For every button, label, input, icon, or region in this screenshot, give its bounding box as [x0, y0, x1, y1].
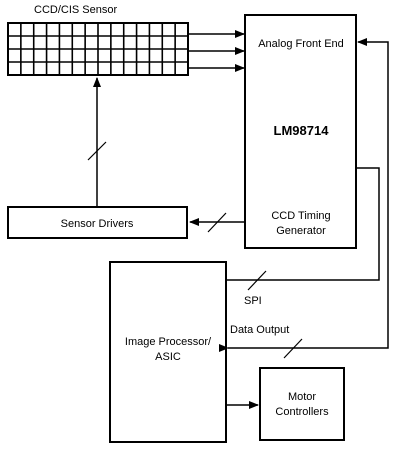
asic-label: ASIC: [155, 351, 181, 363]
sensor-drivers-label: Sensor Drivers: [61, 218, 134, 230]
data-output-bus-slash: [283, 338, 303, 359]
image-processor-block: [109, 261, 227, 443]
data-output-label: Data Output: [230, 324, 289, 336]
generator-label: Generator: [276, 225, 326, 237]
spi-label: SPI: [244, 295, 262, 307]
data-output-connection: [219, 38, 389, 352]
motor-label: Motor: [288, 391, 316, 403]
sensor-drivers-block: [7, 206, 188, 239]
drivers-bus-slash: [87, 141, 107, 161]
sensor-label: CCD/CIS Sensor: [34, 4, 117, 16]
analog-front-end-label: Analog Front End: [258, 38, 344, 50]
ccd-timing-label: CCD Timing: [271, 210, 330, 222]
motor-controllers-block: [259, 367, 345, 441]
image-processor-label: Image Processor/: [125, 336, 212, 348]
ccd-sensor-array: [7, 22, 189, 76]
controllers-label: Controllers: [275, 406, 329, 418]
lm98714-part-number: LM98714: [274, 123, 330, 138]
